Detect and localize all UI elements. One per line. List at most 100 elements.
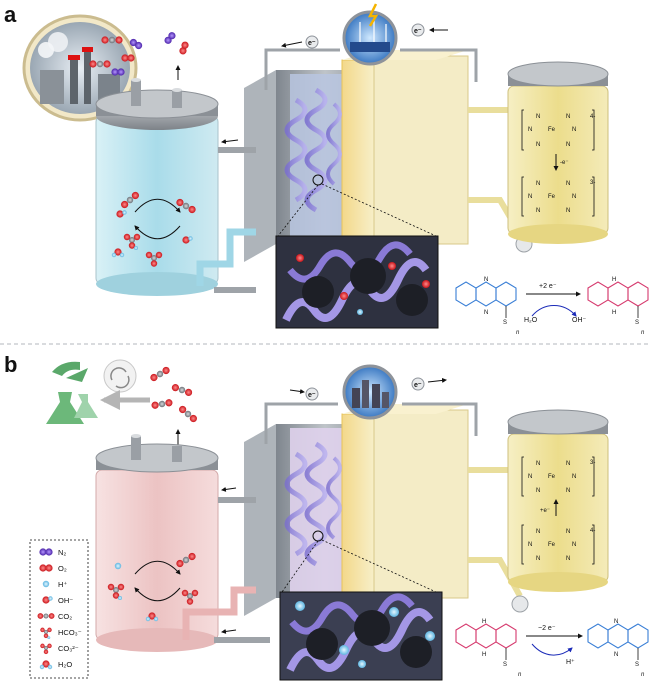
svg-text:Fe: Fe [548,474,556,480]
co2-molecule-icon [37,613,55,619]
svg-text:S: S [635,662,639,668]
svg-text:N: N [536,142,540,148]
cnt-fibers-b [284,441,342,567]
legend-label: O₂ [58,564,67,573]
legend-label: H⁺ [58,580,67,589]
phenazine-oxidation-b: HH S n −2 e⁻ H⁺ NN S n [455,619,649,678]
svg-text:Fe: Fe [548,542,556,548]
subscript-n-b-left: n [518,672,522,678]
svg-text:N: N [528,127,532,133]
panel-a: a [4,2,649,336]
svg-text:S: S [635,320,639,326]
svg-text:N: N [528,542,532,548]
svg-text:N: N [536,488,540,494]
legend-item: H⁺ [42,580,67,589]
reaction-out-b: H⁺ [566,659,575,666]
svg-text:N: N [566,142,570,148]
panel-b: b [4,352,649,681]
catholyte-tank-b: Fe N N N N N N 3- +e⁻ Fe N N N N N N 4- [507,409,609,592]
svg-text:N: N [536,461,540,467]
svg-text:H: H [612,277,616,283]
cnt-fibers-a [284,87,342,213]
svg-text:N: N [572,127,576,133]
ferrocyanide-complex-top: Fe N N N N N N 4- [521,109,595,151]
anolyte-tank-a [95,78,219,296]
svg-text:N: N [536,208,540,214]
charge-top-b: 3- [590,460,595,466]
reaction-arrow-label-a: +2 e⁻ [539,283,557,290]
svg-text:N: N [536,529,540,535]
svg-text:N: N [484,277,488,283]
svg-text:H: H [482,619,486,625]
svg-text:N: N [614,652,618,658]
phenazine-reduction-a: N N S n +2 e⁻ H₂O OH⁻ H H S n [455,277,649,336]
legend-item: CO₃²⁻ [40,643,79,655]
svg-text:N: N [614,619,618,625]
svg-text:N: N [566,556,570,562]
svg-text:Fe: Fe [548,194,556,200]
svg-text:H: H [612,310,616,316]
svg-text:N: N [566,181,570,187]
legend-item: OH⁻ [42,596,73,605]
catholyte-arrow-a: -e⁻ [560,160,569,166]
electron-left-a: e⁻ [308,40,316,47]
svg-text:N: N [536,556,540,562]
co2-utilization-icons [46,359,150,424]
svg-text:S: S [503,320,507,326]
svg-text:N: N [572,542,576,548]
legend-box [29,539,89,679]
zoom-inset-a [275,235,439,329]
svg-text:Fe: Fe [548,127,556,133]
catholyte-tank-a: Fe N N N N N N 4- -e⁻ Fe N N N N N N 3- [507,61,609,244]
circuit-a: e⁻ e⁻ [264,3,478,90]
legend-item: N₂ [39,548,66,557]
svg-text:N: N [528,194,532,200]
catholyte-arrow-b: +e⁻ [540,508,550,514]
legend-item: O₂ [39,564,67,573]
svg-text:N: N [566,488,570,494]
svg-text:N: N [536,181,540,187]
legend-item: CO₂ [37,612,72,621]
flask-icon [46,392,84,424]
svg-text:N: N [536,114,540,120]
legend-label: OH⁻ [58,596,73,605]
panel-a-letter: a [4,2,17,27]
svg-text:N: N [566,529,570,535]
charge-bottom-b: 4- [590,528,595,534]
subscript-n-a-right: n [641,330,645,336]
legend-label: CO₃²⁻ [58,644,79,653]
power-plant-bubble [22,14,138,122]
legend-label: H₂O [58,660,72,669]
svg-text:N: N [566,461,570,467]
proton-icon [42,580,50,588]
reaction-in-a: H₂O [524,317,538,324]
charge-bottom-a: 3- [590,180,595,186]
anolyte-tank-b [95,434,219,652]
legend-label: CO₂ [58,612,72,621]
charge-top-a: 4- [590,114,595,120]
svg-text:N: N [566,208,570,214]
ferricyanide-complex-top: Fe N N N N N N 3- [521,456,595,497]
reaction-out-a: OH⁻ [572,317,587,324]
subscript-n-a-left: n [516,330,520,336]
svg-text:N: N [572,474,576,480]
gas-pump-icon [52,361,80,376]
legend-label: HCO₃⁻ [58,628,82,637]
outgoing-molecules-a [162,30,190,80]
svg-text:N: N [528,474,532,480]
legend-label: N₂ [58,548,66,557]
svg-text:N: N [566,114,570,120]
legend-item: H₂O [39,660,72,670]
ferrocyanide-complex-bottom: Fe N N N N N N 4- [521,524,595,565]
flow-cell-b [244,404,469,616]
svg-text:N: N [484,310,488,316]
electron-left-b: e⁻ [308,392,316,399]
zoom-inset-b [279,591,443,681]
circuit-b: e⁻ e⁻ [264,364,478,444]
flow-cell-a [244,50,469,262]
solar-wind-icon [342,10,398,66]
reaction-arrow-label-b: −2 e⁻ [538,625,556,632]
panel-b-letter: b [4,352,17,377]
